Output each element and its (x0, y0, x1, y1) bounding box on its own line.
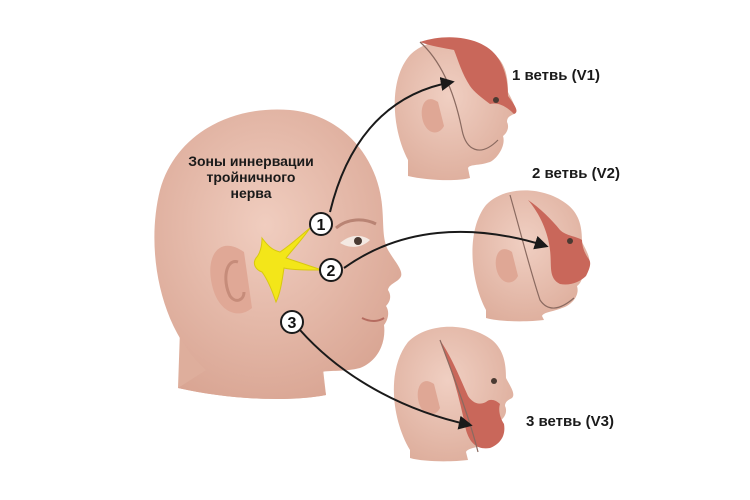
head-v3 (393, 326, 514, 462)
head-v2-ear (495, 249, 518, 283)
arrow-1 (329, 77, 455, 213)
head-v3-ear (417, 381, 440, 415)
branch-label-v3: 3 ветвь (V3) (526, 413, 614, 430)
title-line-2: тройничного (207, 169, 296, 185)
head-v1 (394, 37, 517, 181)
main-mouth (361, 317, 385, 322)
title-line-1: Зоны иннервации (188, 153, 314, 169)
head-v2-zone (528, 200, 591, 285)
head-v3-eye (491, 378, 497, 384)
title-line-3: нерва (230, 185, 271, 201)
head-v2-eye (567, 238, 573, 244)
marker-1: 1 (309, 212, 333, 236)
head-v1-ear (421, 99, 444, 133)
head-v3-line (439, 339, 479, 453)
head-v2-shape (472, 190, 590, 322)
branch-label-v2: 2 ветвь (V2) (532, 165, 620, 182)
branch-label-v1: 1 ветвь (V1) (512, 67, 600, 84)
marker-2-text: 2 (327, 263, 336, 280)
arrow-2 (343, 230, 549, 269)
marker-3: 3 (280, 310, 304, 334)
head-v3-zone (440, 340, 505, 449)
head-v1-eye (493, 97, 499, 103)
main-ear-inner (224, 260, 246, 302)
marker-3-text: 3 (288, 315, 297, 332)
head-v1-line (419, 41, 499, 151)
main-eyebrow (335, 218, 377, 230)
zones-title: Зоны иннервации тройничного нерва (188, 153, 314, 201)
head-v2 (472, 190, 591, 322)
head-v1-zone (420, 37, 517, 114)
marker-1-text: 1 (317, 217, 326, 234)
arrow-3 (299, 329, 473, 430)
head-v2-line (509, 194, 575, 309)
marker-2: 2 (319, 258, 343, 282)
main-iris (354, 237, 362, 245)
trigeminal-nerve (253, 227, 323, 304)
